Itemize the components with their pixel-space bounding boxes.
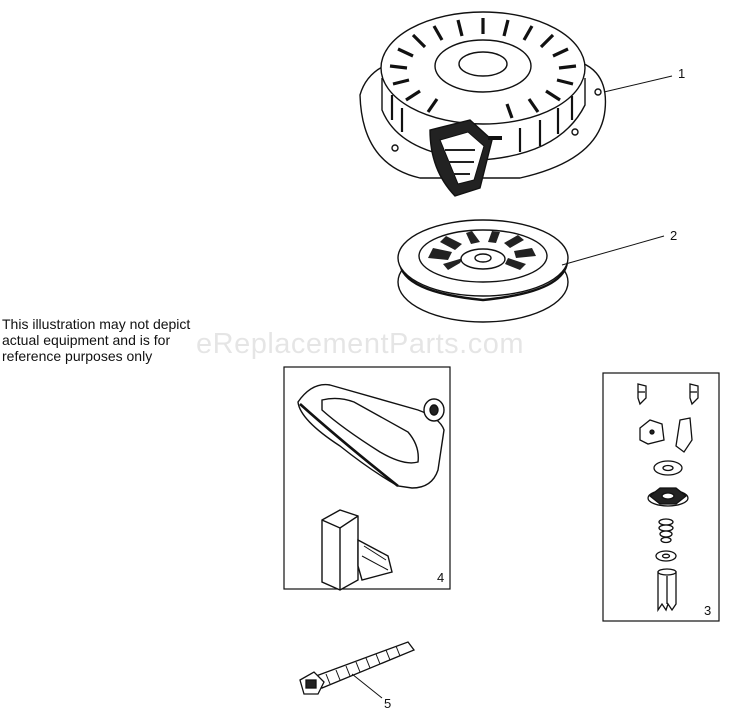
starter-housing-part bbox=[359, 11, 607, 197]
washer-bottom bbox=[655, 550, 677, 562]
rope-handle-part bbox=[297, 383, 445, 489]
pulley-spokes bbox=[428, 231, 536, 270]
hardware-kit-box bbox=[602, 372, 720, 622]
handle-insert-part bbox=[321, 509, 393, 591]
hardware-kit-parts bbox=[637, 383, 699, 613]
brake-spring bbox=[658, 518, 674, 544]
cable-tie-part bbox=[299, 641, 416, 695]
callout-4: 4 bbox=[437, 570, 445, 585]
housing-side-ribs bbox=[390, 95, 574, 152]
flange-hole bbox=[391, 144, 399, 152]
starter-handle bbox=[429, 119, 502, 197]
callout-3: 3 bbox=[704, 603, 712, 618]
pulley-inner-ring bbox=[418, 229, 548, 283]
disclaimer-line-3: reference purposes only bbox=[2, 348, 153, 364]
housing-hub-inner bbox=[458, 51, 508, 77]
spring-clip-left bbox=[637, 383, 647, 406]
callout-2: 2 bbox=[670, 228, 678, 243]
leader-line-1 bbox=[603, 75, 673, 93]
disclaimer-line-2: actual equipment and is for bbox=[2, 332, 171, 348]
washer-top bbox=[653, 460, 683, 476]
flange-hole bbox=[594, 88, 602, 96]
retainer bbox=[647, 487, 689, 507]
watermark-text: eReplacementParts.com bbox=[196, 328, 525, 360]
callout-5: 5 bbox=[384, 696, 392, 711]
disclaimer-note: This illustration may not depict actual … bbox=[2, 316, 262, 364]
leader-line-5 bbox=[351, 673, 383, 699]
pawl-left bbox=[639, 419, 665, 445]
housing-vents bbox=[389, 18, 577, 119]
leader-line-2 bbox=[561, 235, 665, 266]
spring-clip-right bbox=[689, 383, 699, 406]
handle-kit-box bbox=[283, 366, 451, 590]
pulley-part bbox=[397, 219, 569, 323]
pulley-groove bbox=[398, 261, 569, 302]
callout-1: 1 bbox=[678, 66, 686, 81]
disclaimer-line-1: This illustration may not depict bbox=[2, 316, 191, 332]
center-pin bbox=[657, 568, 677, 613]
pulley-bore bbox=[474, 253, 492, 263]
pawl-right bbox=[675, 417, 693, 453]
flange-hole bbox=[571, 128, 579, 136]
